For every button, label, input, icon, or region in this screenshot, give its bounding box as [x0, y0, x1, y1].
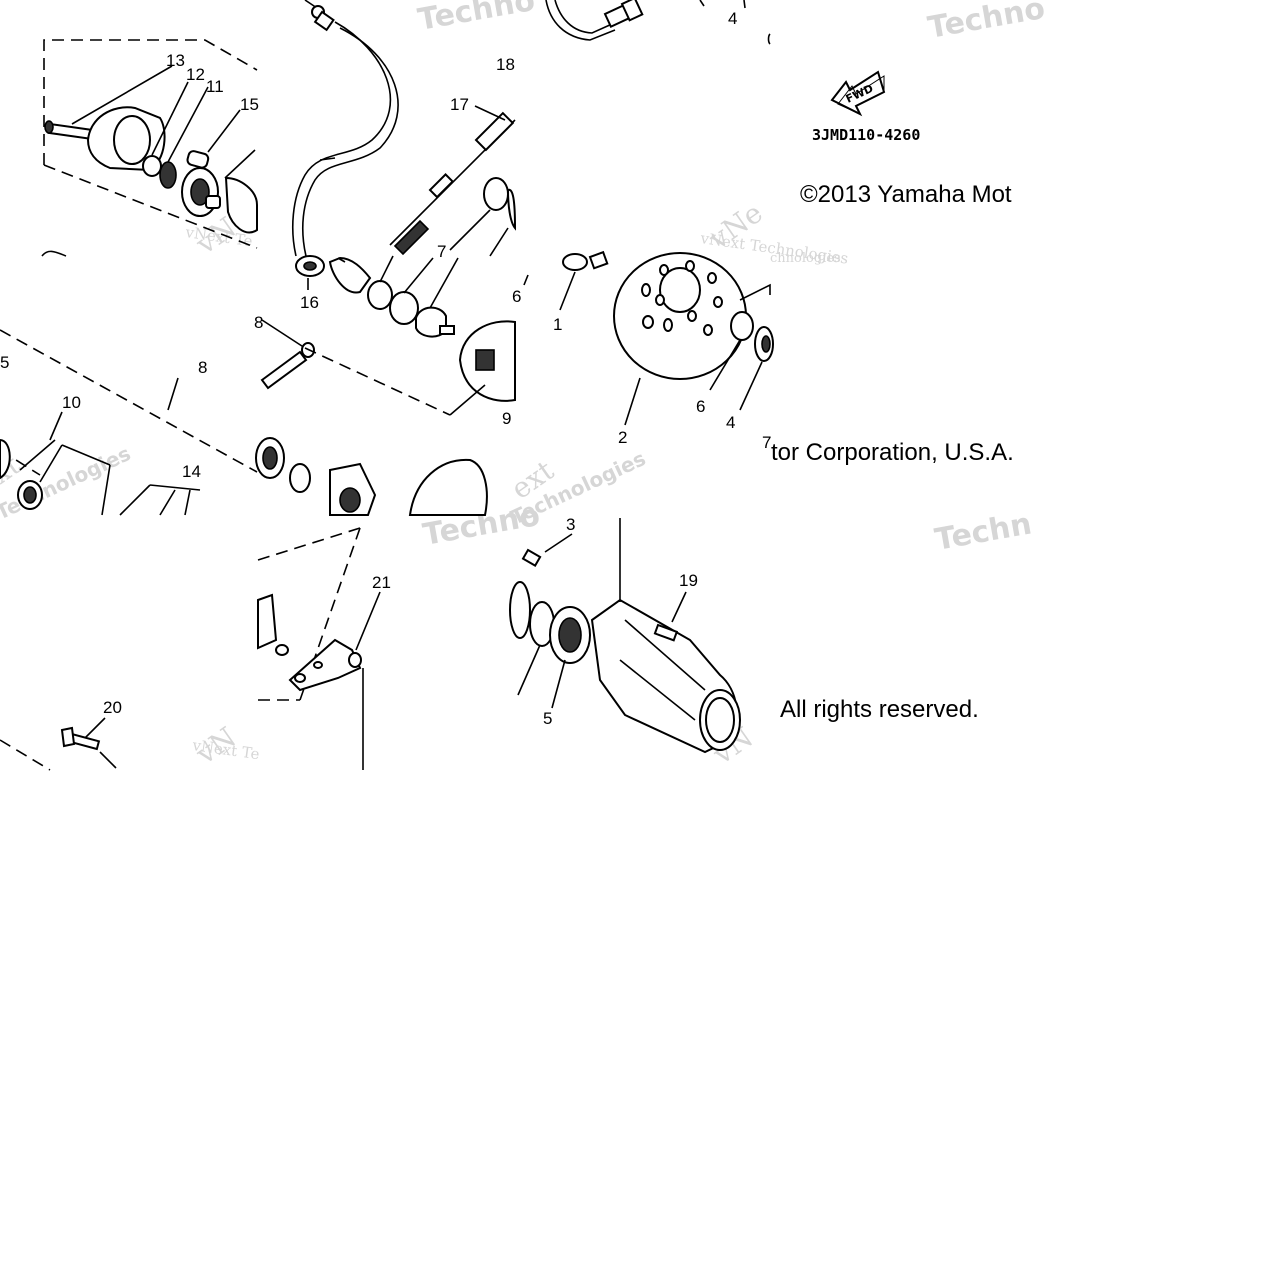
watermarks: Techno Techno Techno Techn vNext Te vNex…: [0, 0, 1048, 771]
callout-7: 7: [437, 242, 446, 261]
tile-top-right: 4: [545, 0, 771, 45]
tile-top-center: 18 17 7: [292, 0, 517, 261]
callout-19: 19: [679, 571, 698, 590]
callout-1: 1: [553, 315, 562, 334]
watermark-text: Technologies: [0, 441, 134, 524]
callout-3: 3: [566, 515, 575, 534]
callout-18: 18: [496, 55, 515, 74]
callout-14: 14: [182, 462, 201, 481]
callout-16: 16: [300, 293, 319, 312]
tile-middle-right: 6 1 2 6 4 7: [512, 250, 774, 452]
callout-17: 17: [450, 95, 469, 114]
callout-15: 15: [240, 95, 259, 114]
copyright-line-1: ©2013 Yamaha Mot: [800, 181, 1012, 208]
tile-bottom-right: 3 19 5: [509, 515, 741, 754]
watermark-text: Techno: [415, 0, 537, 38]
watermark-text: chnologies: [770, 251, 841, 266]
copyright-line-3: All rights reserved.: [780, 696, 979, 723]
tile-bottom-center: 21: [257, 527, 391, 770]
diagram-code: 3JMD110-4260: [812, 126, 920, 144]
callout-8-bolt: 8: [254, 313, 263, 332]
tile-top-left: 13 12 11 15: [41, 39, 259, 257]
callout-2: 2: [618, 428, 627, 447]
callout-10: 10: [62, 393, 81, 412]
tile-middle-left: 5 8 10 14: [0, 329, 258, 516]
callout-7b: 7: [762, 433, 771, 452]
callout-9: 9: [502, 409, 511, 428]
tile-middle-center: 16 8 9: [254, 255, 516, 516]
callout-4: 4: [728, 9, 737, 28]
tile-bottom-far-right: All rights reserved.: [780, 696, 979, 723]
tile-middle-far-right: tor Corporation, U.S.A.: [771, 439, 1014, 466]
callout-6: 6: [512, 287, 521, 306]
callout-4b: 4: [726, 413, 735, 432]
svg-text:vN: vN: [189, 721, 242, 772]
callout-12: 12: [186, 65, 205, 84]
fwd-arrow-icon: FWD: [830, 70, 886, 117]
callout-11: 11: [206, 77, 224, 96]
callout-13: 13: [166, 51, 185, 70]
callout-8: 8: [198, 358, 207, 377]
watermark-text: Techn: [932, 507, 1034, 558]
copyright-line-2: tor Corporation, U.S.A.: [771, 439, 1014, 466]
tile-top-far-right: FWD 3JMD110-4260 ©2013 Yamaha Mot: [800, 70, 1012, 208]
callout-20: 20: [103, 698, 122, 717]
callout-5: 5: [0, 353, 9, 372]
callout-5b: 5: [543, 709, 552, 728]
tile-bottom-left: 20: [0, 698, 122, 771]
watermark-text: Techno: [925, 0, 1047, 46]
callout-6b: 6: [696, 397, 705, 416]
callout-21: 21: [372, 573, 391, 592]
